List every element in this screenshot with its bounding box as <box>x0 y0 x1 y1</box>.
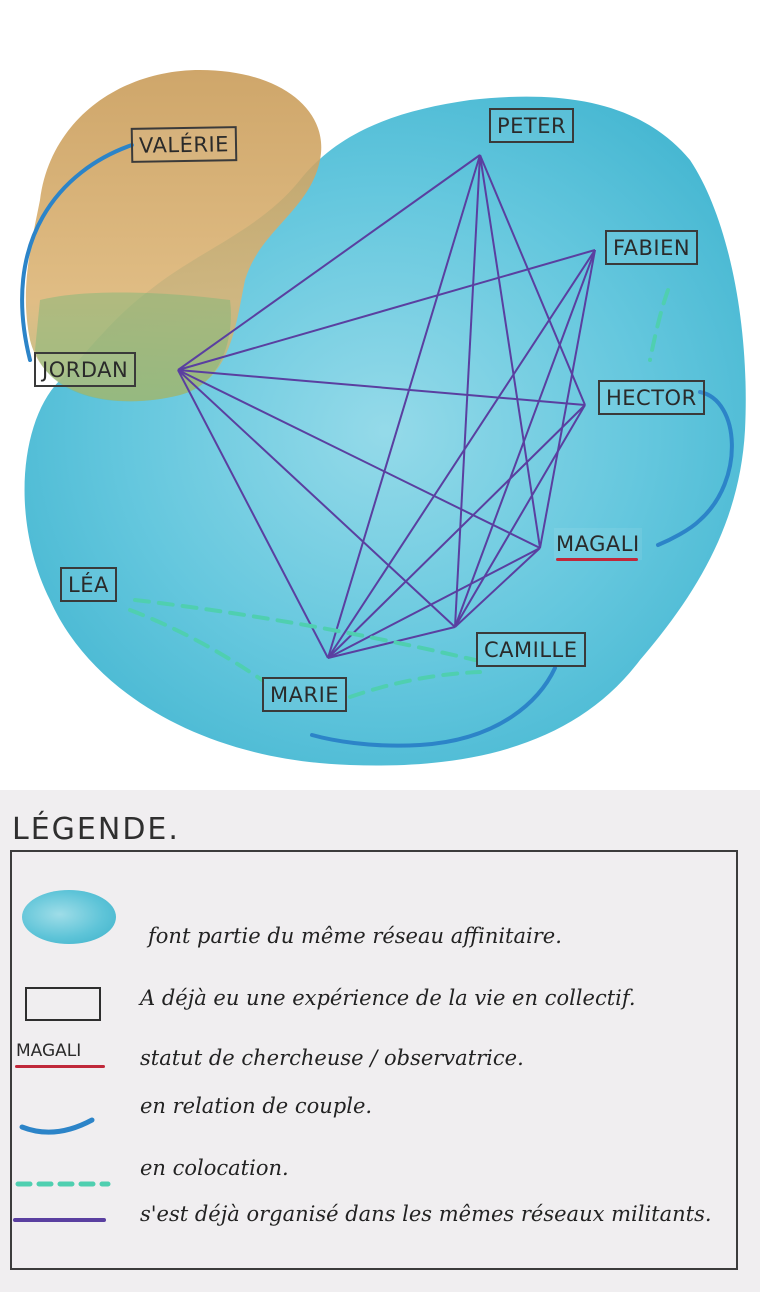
node-peter: PETER <box>489 108 575 143</box>
legend-item-couple: en relation de couple. <box>140 1094 373 1118</box>
couple-link-valerie-jordan <box>20 143 134 362</box>
colocation-link-lea-marie <box>128 608 264 682</box>
colocation-link-lea-camille <box>133 598 477 662</box>
militant-link-camille-marie <box>327 626 456 659</box>
legend-item-researcher: statut de chercheuse / observatrice. <box>140 1046 524 1070</box>
militant-link-fabien-camille <box>454 249 596 628</box>
militant-link-jordan-camille <box>177 369 456 628</box>
legend-box <box>10 850 738 1270</box>
node-jordan: JORDAN <box>34 352 137 387</box>
militant-link-peter-camille <box>454 154 481 628</box>
militant-link-magali-camille <box>454 547 541 628</box>
militant-link-jordan-hector <box>177 369 586 406</box>
colocation-link-marie-camille <box>348 670 482 699</box>
magali-researcher-underline <box>556 558 638 561</box>
militant-link-fabien-marie <box>327 249 596 659</box>
militant-link-peter-hector <box>479 154 586 406</box>
colocation-link-fabien-hector <box>648 288 670 362</box>
militant-link-fabien-jordan <box>177 249 596 371</box>
militant-link-hector-marie <box>327 404 586 659</box>
legend-couple-line-symbol <box>19 1117 95 1135</box>
node-marie: MARIE <box>262 677 348 712</box>
militant-link-magali-marie <box>327 547 541 659</box>
node-valerie: VALÉRIE <box>130 126 238 163</box>
couple-link-camille-marie <box>310 666 557 748</box>
legend-item-colocation: en colocation. <box>140 1156 289 1180</box>
colocation-lines <box>128 288 670 699</box>
legend-title: LÉGENDE. <box>12 812 180 847</box>
legend-rectangle-symbol <box>25 987 101 1021</box>
node-camille: CAMILLE <box>476 632 586 667</box>
legend-item-militant: s'est déjà organisé dans les mêmes résea… <box>140 1202 712 1226</box>
legend-blue-blob-symbol <box>22 890 116 944</box>
legend-item-collective: A déjà eu une expérience de la vie en co… <box>140 986 636 1010</box>
node-fabien: FABIEN <box>605 230 699 265</box>
node-hector: HECTOR <box>598 380 705 415</box>
legend-item-affinity: font partie du même réseau affinitaire. <box>148 924 562 948</box>
couple-link-hector-magali <box>656 390 734 547</box>
legend-researcher-symbol: MAGALI <box>16 1041 82 1061</box>
node-lea: LÉA <box>60 567 117 602</box>
militant-link-jordan-marie <box>177 369 329 659</box>
militant-link-fabien-magali <box>539 249 596 549</box>
militant-link-peter-magali <box>479 154 541 549</box>
legend-paper <box>0 790 760 1292</box>
couple-lines <box>20 143 734 748</box>
militant-link-hector-camille <box>454 404 586 628</box>
militant-link-peter-marie <box>327 154 481 659</box>
node-magali: MAGALI <box>554 528 642 560</box>
militant-link-jordan-magali <box>177 369 541 549</box>
militant-link-peter-jordan <box>177 154 481 371</box>
legend-researcher-underline <box>15 1065 105 1068</box>
militant-network-lines <box>177 154 596 659</box>
